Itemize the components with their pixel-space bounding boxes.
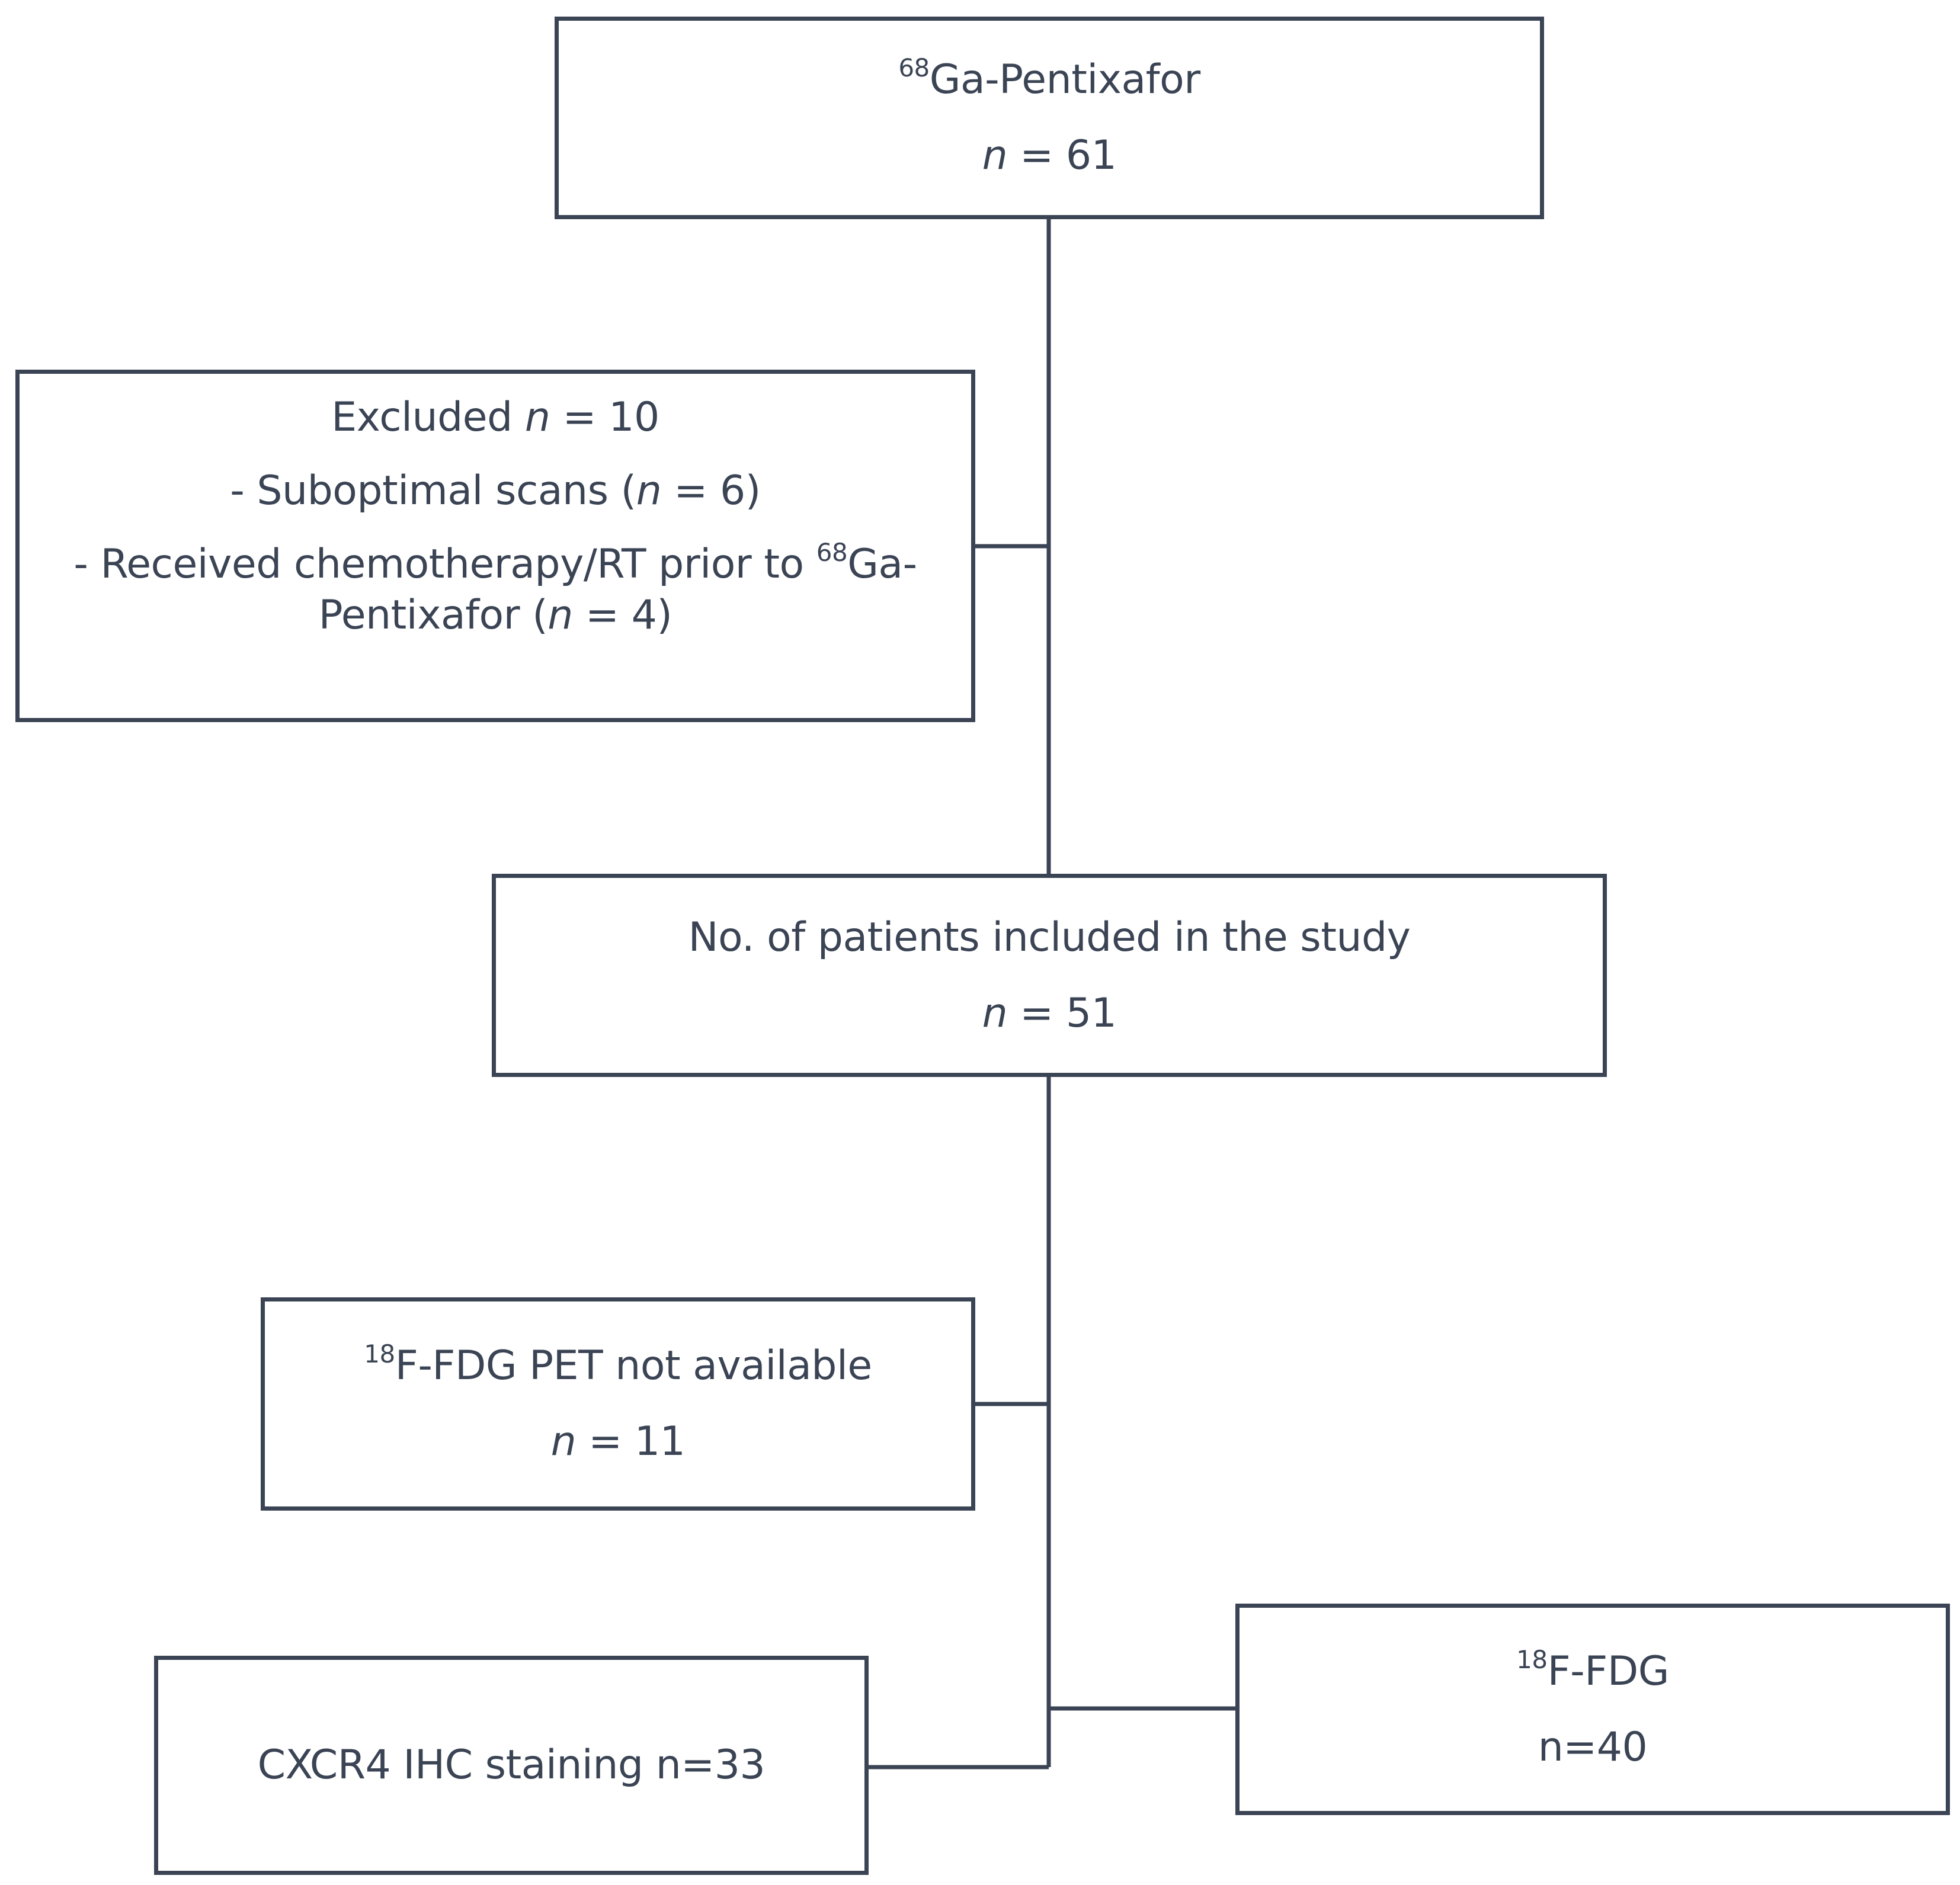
- box-excluded: Excluded n = 10 - Suboptimal scans (n = …: [15, 370, 975, 722]
- ga-pentixafor-count: n = 61: [982, 132, 1117, 179]
- fdg-not-available-count: n = 11: [550, 1418, 686, 1465]
- box-fdg: 18F-FDG n=40: [1235, 1604, 1950, 1815]
- box-cxcr4-ihc: CXCR4 IHC staining n=33: [154, 1656, 869, 1875]
- included-title: No. of patients included in the study: [688, 913, 1411, 961]
- fdg-not-available-title: 18F-FDG PET not available: [364, 1339, 872, 1389]
- ga-pentixafor-title: 68Ga-Pentixafor: [898, 56, 1200, 100]
- box-fdg-not-available: 18F-FDG PET not available n = 11: [261, 1297, 975, 1511]
- ga-pentixafor-label: Ga-Pentixafor: [929, 56, 1200, 103]
- cxcr4-title: CXCR4 IHC staining n=33: [257, 1742, 766, 1788]
- box-ga-pentixafor: 68Ga-Pentixafor n = 61: [555, 17, 1544, 219]
- isotope-superscript: 68: [898, 53, 930, 82]
- box-included: No. of patients included in the study n …: [492, 874, 1607, 1077]
- excluded-prior-chemotherapy-cont: Pentixafor (n = 4): [318, 592, 672, 639]
- excluded-prior-chemotherapy: - Received chemotherapy/RT prior to 68Ga…: [73, 538, 917, 588]
- included-count: n = 51: [982, 989, 1117, 1037]
- excluded-count: Excluded n = 10: [331, 394, 659, 441]
- excluded-suboptimal-scans: - Suboptimal scans (n = 6): [230, 467, 761, 514]
- fdg-count: n=40: [1538, 1723, 1648, 1771]
- fdg-title: 18F-FDG: [1516, 1644, 1669, 1695]
